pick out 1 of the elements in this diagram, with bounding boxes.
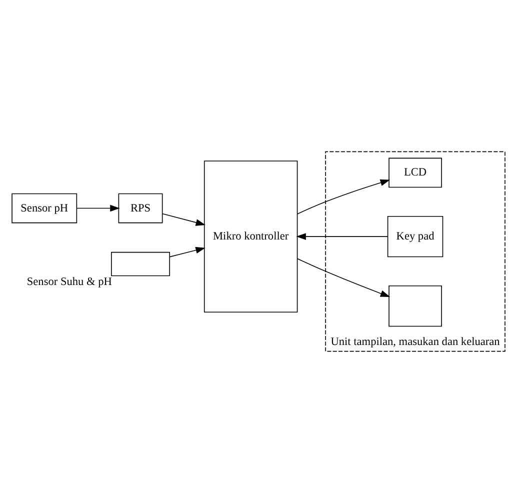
node-label: Sensor Suhu & pH [26, 276, 112, 288]
